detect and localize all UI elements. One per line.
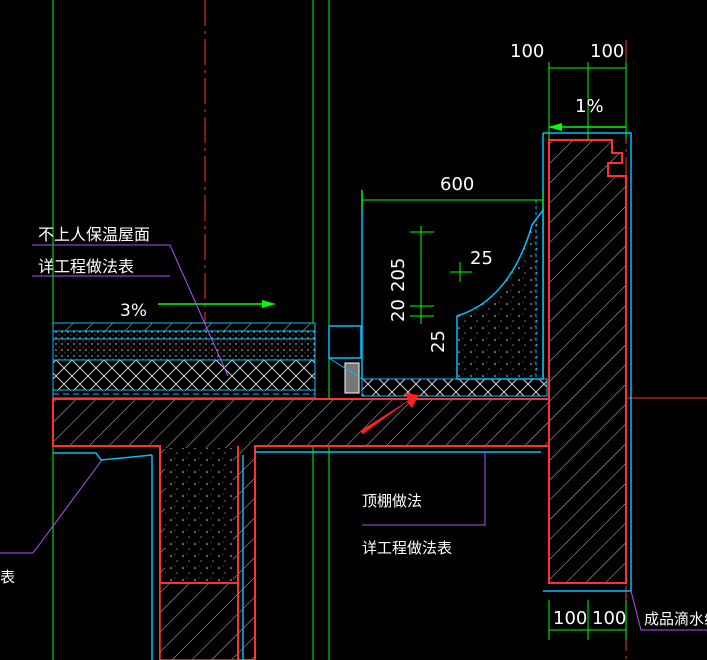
- slope-left-label: 3%: [120, 301, 147, 321]
- dimension-texts: 100 100 600 205 20 25 25 100 100: [388, 41, 626, 629]
- drip-text: 成品滴水线: [644, 610, 707, 628]
- ceiling-title: 顶棚做法: [362, 492, 422, 510]
- dim-drip-gap: 20: [388, 299, 409, 322]
- roof-title: 不上人保温屋面: [38, 225, 150, 244]
- ceiling-ref: 详工程做法表: [362, 539, 452, 557]
- dim-bottom-right: 100: [592, 608, 626, 629]
- dim-lower-25: 25: [428, 330, 449, 353]
- red-arrow: [360, 393, 419, 434]
- dim-bottom-left: 100: [553, 608, 587, 629]
- dim-gutter-width: 600: [440, 174, 474, 195]
- left-cut-text: 表: [0, 568, 15, 586]
- roof-ref: 详工程做法表: [38, 257, 134, 276]
- leader-lines: [0, 244, 707, 631]
- dim-top-left: 100: [510, 41, 544, 62]
- concrete-slab: [52, 398, 550, 660]
- annotation-texts: 不上人保温屋面 详工程做法表 3% 1% 顶棚做法 详工程做法表 表 成品滴水线: [0, 96, 707, 628]
- dim-right-25: 25: [470, 248, 493, 269]
- parapet-column: [542, 132, 632, 592]
- gutter: [328, 190, 548, 397]
- slope-top-label: 1%: [575, 96, 604, 117]
- roof-layers: [52, 322, 316, 399]
- slope-arrows: [158, 123, 626, 308]
- dim-gutter-depth: 205: [388, 258, 409, 292]
- dim-top-right: 100: [590, 41, 624, 62]
